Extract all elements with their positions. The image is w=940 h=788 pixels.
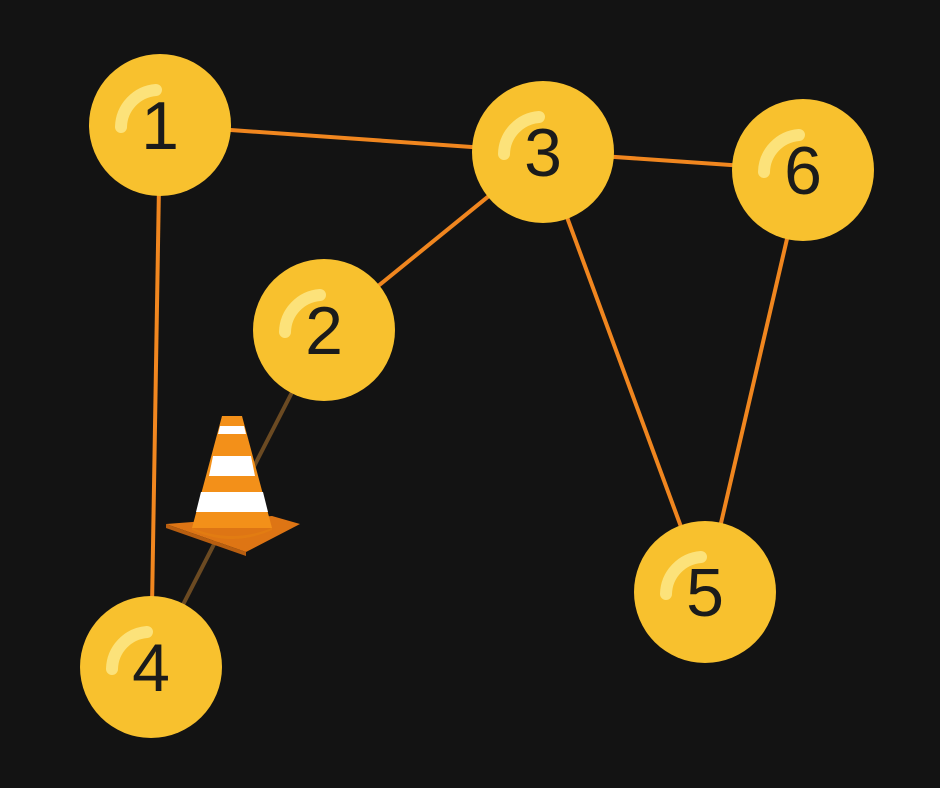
node-5: 5 <box>634 521 776 663</box>
edge-6-5 <box>703 169 805 593</box>
node-label: 4 <box>132 630 170 706</box>
node-label: 5 <box>686 555 724 631</box>
edge-3-5 <box>541 151 707 593</box>
traffic-cone-icon <box>166 416 300 556</box>
node-1: 1 <box>89 54 231 196</box>
node-3: 3 <box>472 81 614 223</box>
nodes-layer: 1 2 3 4 5 6 <box>80 54 874 738</box>
node-6: 6 <box>732 99 874 241</box>
node-label: 6 <box>784 133 822 209</box>
node-label: 2 <box>305 293 343 369</box>
node-2: 2 <box>253 259 395 401</box>
node-label: 3 <box>524 115 562 191</box>
node-4: 4 <box>80 596 222 738</box>
node-label: 1 <box>141 88 179 164</box>
edge-1-4 <box>149 124 162 668</box>
